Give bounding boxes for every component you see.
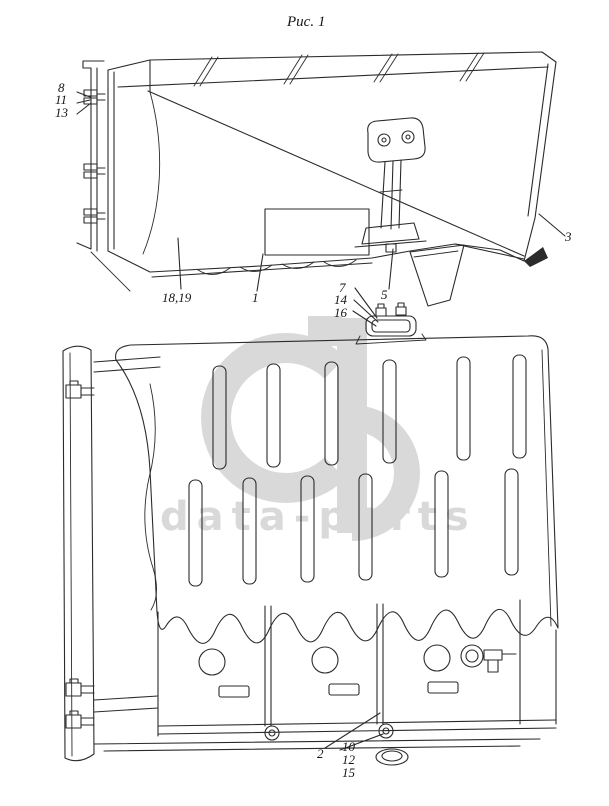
callout-11: 11 [55,92,68,107]
callout-10: 10 [342,739,355,754]
callout-13: 13 [55,105,68,120]
cover-latch [354,117,427,253]
callout-5: 5 [381,287,388,302]
battery-cover [107,51,557,307]
panel-top-latch [355,302,427,345]
callout-7: 7 [339,280,346,295]
figure-title: Рис. 1 [287,14,326,30]
battery-compartment [93,599,557,766]
callout-1: 1 [252,290,259,305]
bottom-left-bracket [62,345,161,762]
cover-info-plate [264,208,370,256]
callout-3: 3 [565,229,572,244]
top-view-drawing [76,51,557,307]
callout-15: 15 [342,765,355,780]
slotted-panel [115,335,559,644]
callout-8: 8 [58,80,65,95]
top-left-bracket [76,60,131,292]
callout-16: 16 [334,305,347,320]
bottom-view-drawing [62,302,559,766]
callout-14: 14 [334,292,347,307]
callout-12: 12 [342,752,355,767]
cover-tip [524,247,548,267]
leader-lines [76,91,566,751]
callout-2: 2 [317,746,324,761]
callout-18-19: 18,19 [162,290,192,305]
